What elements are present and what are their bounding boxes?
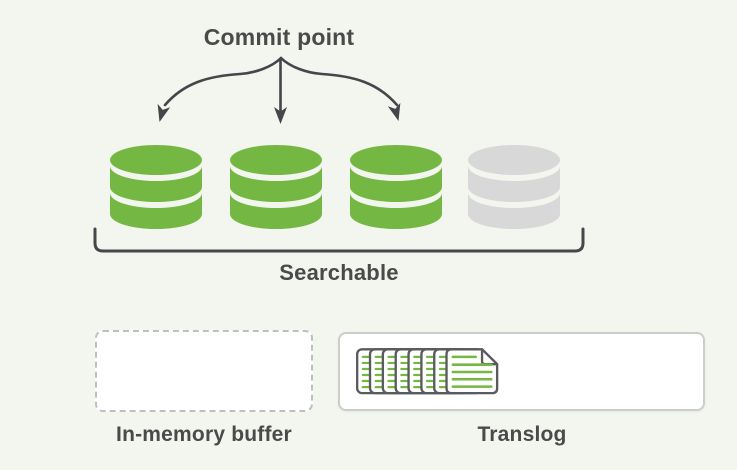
- in-memory-buffer-box: [95, 330, 313, 412]
- commit-point-label: Commit point: [203, 24, 355, 50]
- segment-database-icon-2: [230, 145, 322, 229]
- commit-point-arrows: [157, 56, 401, 124]
- arrow-left: [157, 56, 283, 122]
- arrow-middle: [274, 57, 287, 124]
- arrow-right: [279, 56, 401, 121]
- searchable-bracket: [93, 227, 585, 253]
- segment-database-icon-4: [468, 145, 560, 229]
- segment-database-icon-3: [350, 145, 442, 229]
- segment-database-icon-1: [110, 145, 202, 229]
- translog-box: [338, 332, 705, 411]
- translog-pages-icon: [356, 348, 499, 395]
- translog-label: Translog: [477, 423, 567, 446]
- translog-front-page: [445, 348, 499, 395]
- searchable-label: Searchable: [279, 260, 399, 285]
- in-memory-buffer-label: In-memory buffer: [116, 423, 292, 446]
